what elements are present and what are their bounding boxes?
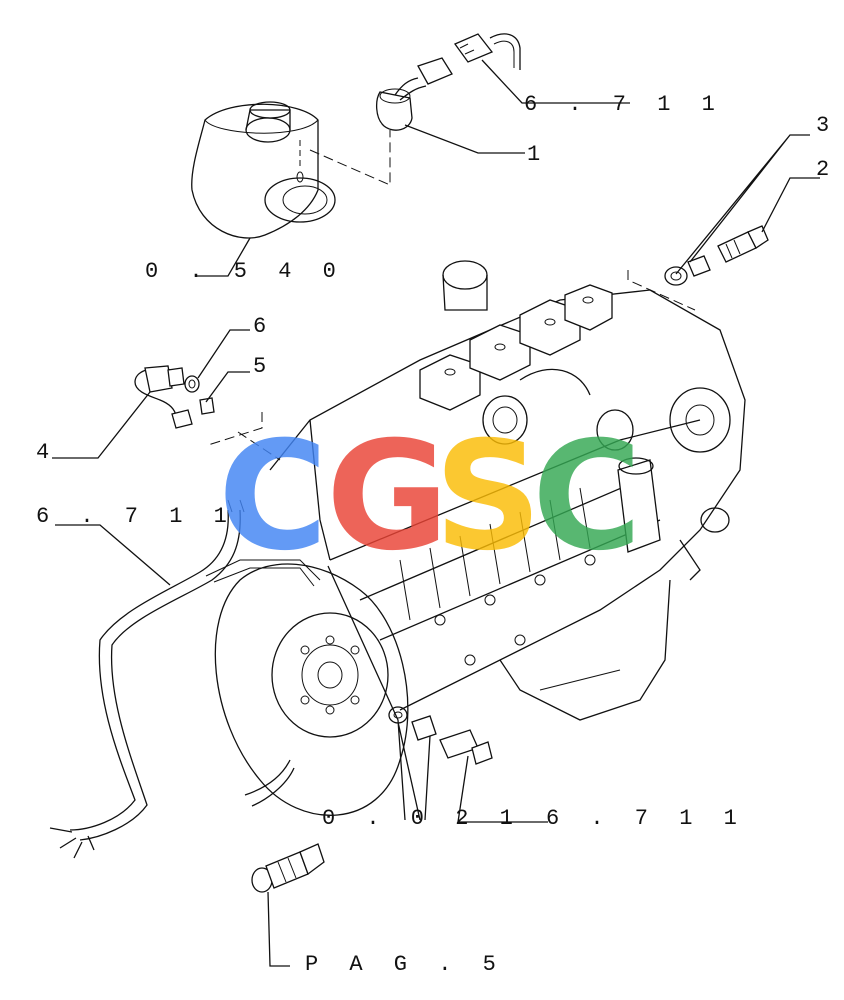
cgsc-watermark: C G S C: [218, 410, 642, 584]
callout-ref-0540: 0 . 5 4 0: [145, 259, 345, 284]
wiring-harness: [49, 499, 321, 859]
engine-block: [207, 260, 746, 816]
callout-ref-0021: 0 . 0 2 1: [322, 806, 522, 831]
pag5-sensor: [251, 843, 325, 893]
callout-6: 6: [253, 314, 266, 339]
sensor-1-with-connector: [376, 33, 521, 131]
watermark-letter-2: G: [326, 410, 449, 584]
callout-ref-6711-bottom: 6 . 7 1 1: [546, 806, 746, 831]
air-filter-housing: [191, 101, 391, 239]
watermark-letter-4: C: [532, 410, 642, 584]
lower-sensors: [388, 706, 493, 765]
watermark-letter-1: C: [218, 410, 328, 584]
callout-ref-6711-top: 6 . 7 1 1: [524, 92, 724, 117]
callouts: 6 . 7 1 1 1 3 2 0 . 5 4 0 6 5 4 6 . 7 1 …: [36, 92, 829, 977]
leader-lines: [52, 59, 820, 967]
callout-2: 2: [816, 157, 829, 182]
callout-ref-6711-left: 6 . 7 1 1: [36, 504, 236, 529]
callout-ref-pag5: P A G . 5: [305, 952, 505, 977]
callout-4: 4: [36, 440, 49, 465]
callout-5: 5: [253, 354, 266, 379]
sensor-4-washer-6-plug-5: [134, 365, 215, 429]
callout-3: 3: [816, 113, 829, 138]
callout-1: 1: [527, 142, 540, 167]
watermark-letter-3: S: [434, 410, 542, 584]
sensor-2-and-seal-3: [664, 225, 769, 286]
